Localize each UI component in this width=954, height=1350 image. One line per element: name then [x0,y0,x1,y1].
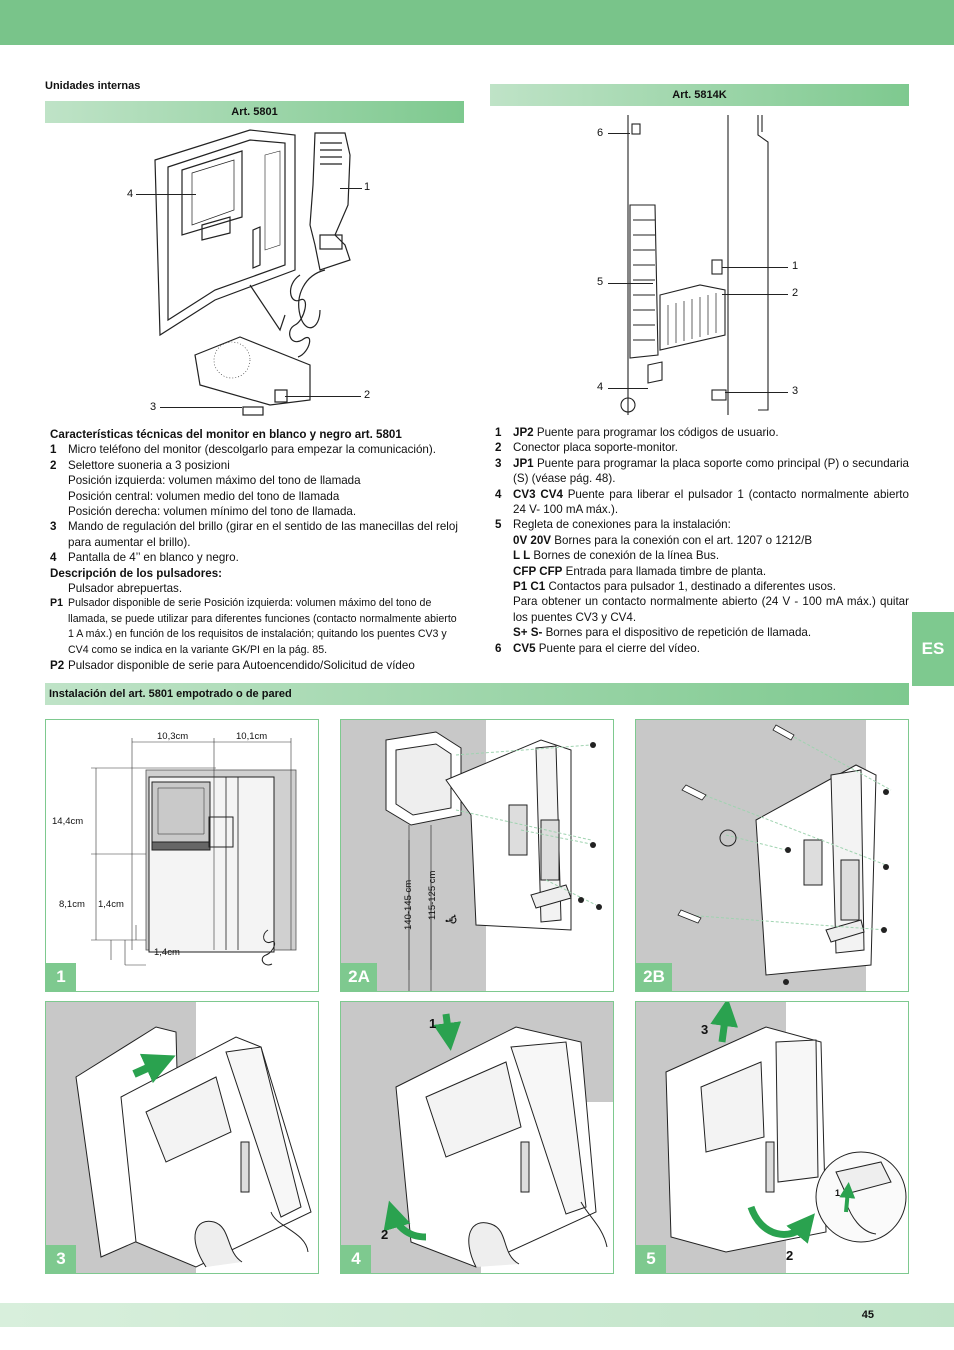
dim-h3: 1,4cm [98,899,124,910]
regleta-line: CFP CFP Entrada para llamada timbre de p… [513,564,767,578]
page-number: 45 [861,1309,874,1321]
step-number: 1 [429,1016,437,1031]
figure-1-dimensions: 10,3cm 10,1cm 14,4cm 8,1cm 1,4cm 1,4cm 1 [45,719,319,992]
callout-2: 2 [364,389,371,401]
callout-3: 3 [150,401,157,413]
figure-5-monitor-lock: 3 2 1 5 [635,1001,909,1274]
spec-subline: Posición derecha: volumen mínimo del ton… [68,505,357,519]
step-number: 3 [701,1022,709,1037]
art-5801-bar: Art. 5801 [45,101,464,123]
dim-w1: 10,3cm [157,731,189,742]
installation-bar: Instalación del art. 5801 empotrado o de… [45,683,909,705]
figure-4-monitor-hook: 1 2 4 [340,1001,614,1274]
figure-label: 3 [46,1245,76,1273]
figure-label: 1 [46,963,76,991]
leader-line [160,407,242,408]
regleta-line: 0V 20V Bornes para la conexión con el ar… [513,533,813,547]
spec-subline: Posición central: volumen medio del tono… [68,489,340,503]
step-number: 1 [835,1188,841,1198]
callout-6: 6 [597,127,604,139]
monitor-5801-drawing [154,129,351,416]
leader-line [722,294,788,295]
figure-2a-box-mounting: 140-145 cm 115-125 cm ♿ 2A [340,719,614,992]
leader-line [722,267,788,268]
art-5814k-bar: Art. 5814K [490,84,909,106]
dim-w2: 10,1cm [236,731,268,742]
spec-subline: Posición izquierda: volumen máximo del t… [68,474,361,488]
dim-h1: 14,4cm [52,816,84,827]
wheelchair-icon: ♿ [443,912,461,926]
callout-1r: 1 [792,260,799,272]
leader-line [608,133,630,134]
leader-line [340,188,362,189]
board-5814k-drawing [620,115,769,415]
regleta-line: S+ S- Bornes para el dispositivo de repe… [513,626,812,640]
leader-line [136,194,196,195]
dim-h2: 8,1cm [59,899,85,910]
pulsadores-sub: Pulsador abrepuertas. [68,582,183,596]
regleta-line: Para obtener un contacto normalmente abi… [513,595,909,624]
leader-line [608,283,653,284]
leader-line [285,396,361,397]
callout-1: 1 [364,181,371,193]
top-color-band [0,0,954,45]
callout-3r: 3 [792,385,799,397]
language-tab-es[interactable]: ES [912,612,954,686]
regleta-line: L L Bornes de conexión de la línea Bus. [513,549,720,563]
figure-3-monitor-attach: 3 [45,1001,319,1274]
step-number: 2 [786,1248,794,1263]
step-number: 2 [381,1227,389,1242]
left-specs: Características técnicas del monitor en … [50,427,464,674]
pulsadores-title: Descripción de los pulsadores: [50,566,223,580]
callout-4: 4 [127,188,134,200]
section-title: Unidades internas [45,80,141,92]
dim-h4: 1,4cm [154,947,180,958]
height-range-a: 140-145 cm [403,879,414,930]
figure-label: 4 [341,1245,371,1273]
leader-line [725,392,788,393]
figure-label: 2B [636,963,672,991]
leader-line [608,388,648,389]
height-range-b: 115-125 cm [427,870,438,920]
figure-2b-wall-mounting: 2B [635,719,909,992]
callout-2r: 2 [792,287,799,299]
specs-title: Características técnicas del monitor en … [50,428,402,441]
callout-4r: 4 [597,381,604,393]
bottom-color-band [0,1303,954,1327]
callout-5: 5 [597,276,604,288]
figure-label: 2A [341,963,377,991]
figure-label: 5 [636,1245,666,1273]
regleta-line: P1 C1 Contactos para pulsador 1, destina… [513,580,836,594]
